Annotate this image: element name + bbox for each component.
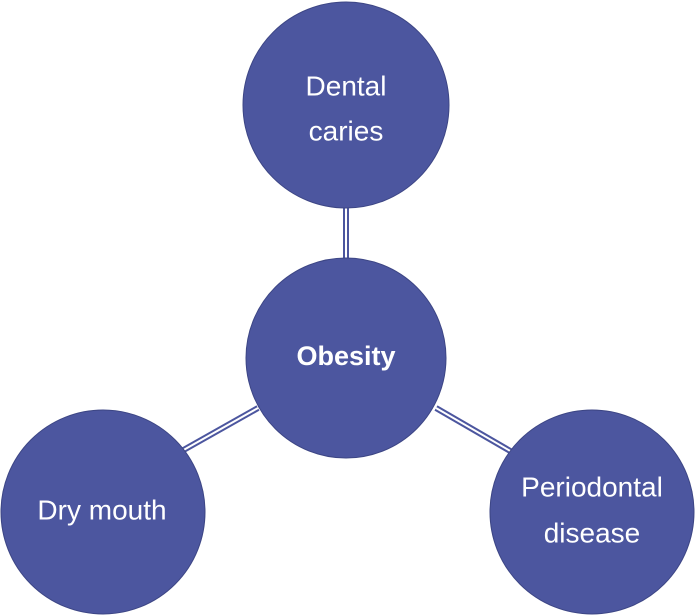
node-dry-mouth-label: Dry mouth	[37, 494, 166, 525]
node-dental-caries-line-1: Dental	[306, 70, 387, 101]
node-dental-caries: Dental caries	[242, 1, 450, 209]
connector-right	[434, 405, 514, 455]
connector-left	[178, 405, 260, 455]
node-periodontal-disease-line-2: disease	[544, 517, 641, 548]
node-periodontal-disease: Periodontal disease	[489, 409, 695, 615]
node-dry-mouth: Dry mouth	[0, 409, 206, 615]
node-obesity: Obesity	[245, 257, 447, 459]
node-periodontal-disease-line-1: Periodontal	[521, 471, 663, 502]
node-obesity-label: Obesity	[296, 341, 395, 371]
node-dental-caries-line-2: caries	[309, 115, 384, 146]
